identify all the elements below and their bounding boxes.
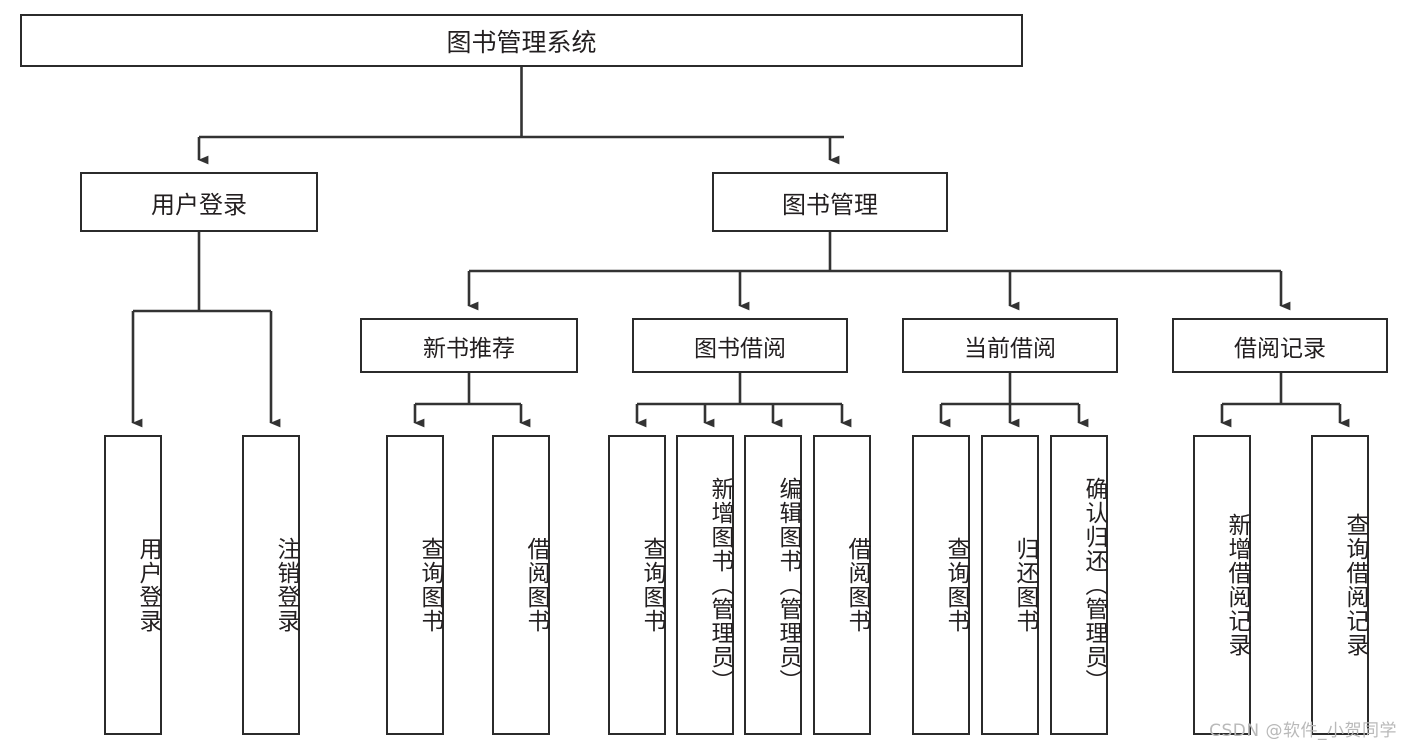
node-leaf-query-book-1[interactable]: 查询图书 — [386, 435, 444, 735]
node-book-manage[interactable]: 图书管理 — [712, 172, 948, 232]
node-book-manage-label: 图书管理 — [782, 190, 878, 219]
node-borrow-record[interactable]: 借阅记录 — [1172, 318, 1388, 373]
node-new-book-rec[interactable]: 新书推荐 — [360, 318, 578, 373]
node-borrow-record-label: 借阅记录 — [1234, 335, 1326, 362]
node-leaf-query-book-2[interactable]: 查询图书 — [608, 435, 666, 735]
node-leaf-return-book-label: 归还图书 — [1012, 537, 1038, 633]
node-book-borrow[interactable]: 图书借阅 — [632, 318, 848, 373]
node-root[interactable]: 图书管理系统 — [20, 14, 1023, 67]
node-book-borrow-label: 图书借阅 — [694, 335, 786, 362]
node-leaf-edit-book-label: 编辑图书（管理员） — [775, 477, 801, 693]
node-leaf-logout-login-label: 注销登录 — [273, 537, 299, 633]
node-leaf-user-login[interactable]: 用户登录 — [104, 435, 162, 735]
node-leaf-borrow-book-2[interactable]: 借阅图书 — [813, 435, 871, 735]
node-leaf-add-book[interactable]: 新增图书（管理员） — [676, 435, 734, 735]
node-leaf-confirm-return[interactable]: 确认归还（管理员） — [1050, 435, 1108, 735]
node-user-login[interactable]: 用户登录 — [80, 172, 318, 232]
node-leaf-add-record[interactable]: 新增借阅记录 — [1193, 435, 1251, 735]
node-leaf-query-book-3-label: 查询图书 — [943, 537, 969, 633]
node-leaf-query-book-3[interactable]: 查询图书 — [912, 435, 970, 735]
node-leaf-borrow-book-1[interactable]: 借阅图书 — [492, 435, 550, 735]
watermark: CSDN @软件_小贺同学 — [1209, 721, 1397, 741]
node-root-label: 图书管理系统 — [446, 27, 597, 57]
node-leaf-edit-book[interactable]: 编辑图书（管理员） — [744, 435, 802, 735]
node-leaf-borrow-book-2-label: 借阅图书 — [844, 537, 870, 633]
node-leaf-add-book-label: 新增图书（管理员） — [707, 477, 733, 693]
node-current-borrow-label: 当前借阅 — [964, 335, 1056, 362]
node-new-book-rec-label: 新书推荐 — [423, 335, 515, 362]
node-leaf-query-record[interactable]: 查询借阅记录 — [1311, 435, 1369, 735]
node-leaf-query-book-2-label: 查询图书 — [639, 537, 665, 633]
node-leaf-query-record-label: 查询借阅记录 — [1342, 513, 1368, 657]
node-leaf-return-book[interactable]: 归还图书 — [981, 435, 1039, 735]
node-leaf-query-book-1-label: 查询图书 — [417, 537, 443, 633]
node-user-login-label: 用户登录 — [151, 190, 247, 219]
node-leaf-confirm-return-label: 确认归还（管理员） — [1081, 477, 1107, 693]
node-leaf-borrow-book-1-label: 借阅图书 — [523, 537, 549, 633]
node-leaf-add-record-label: 新增借阅记录 — [1224, 513, 1250, 657]
node-leaf-user-login-label: 用户登录 — [135, 537, 161, 633]
node-leaf-logout-login[interactable]: 注销登录 — [242, 435, 300, 735]
node-current-borrow[interactable]: 当前借阅 — [902, 318, 1118, 373]
